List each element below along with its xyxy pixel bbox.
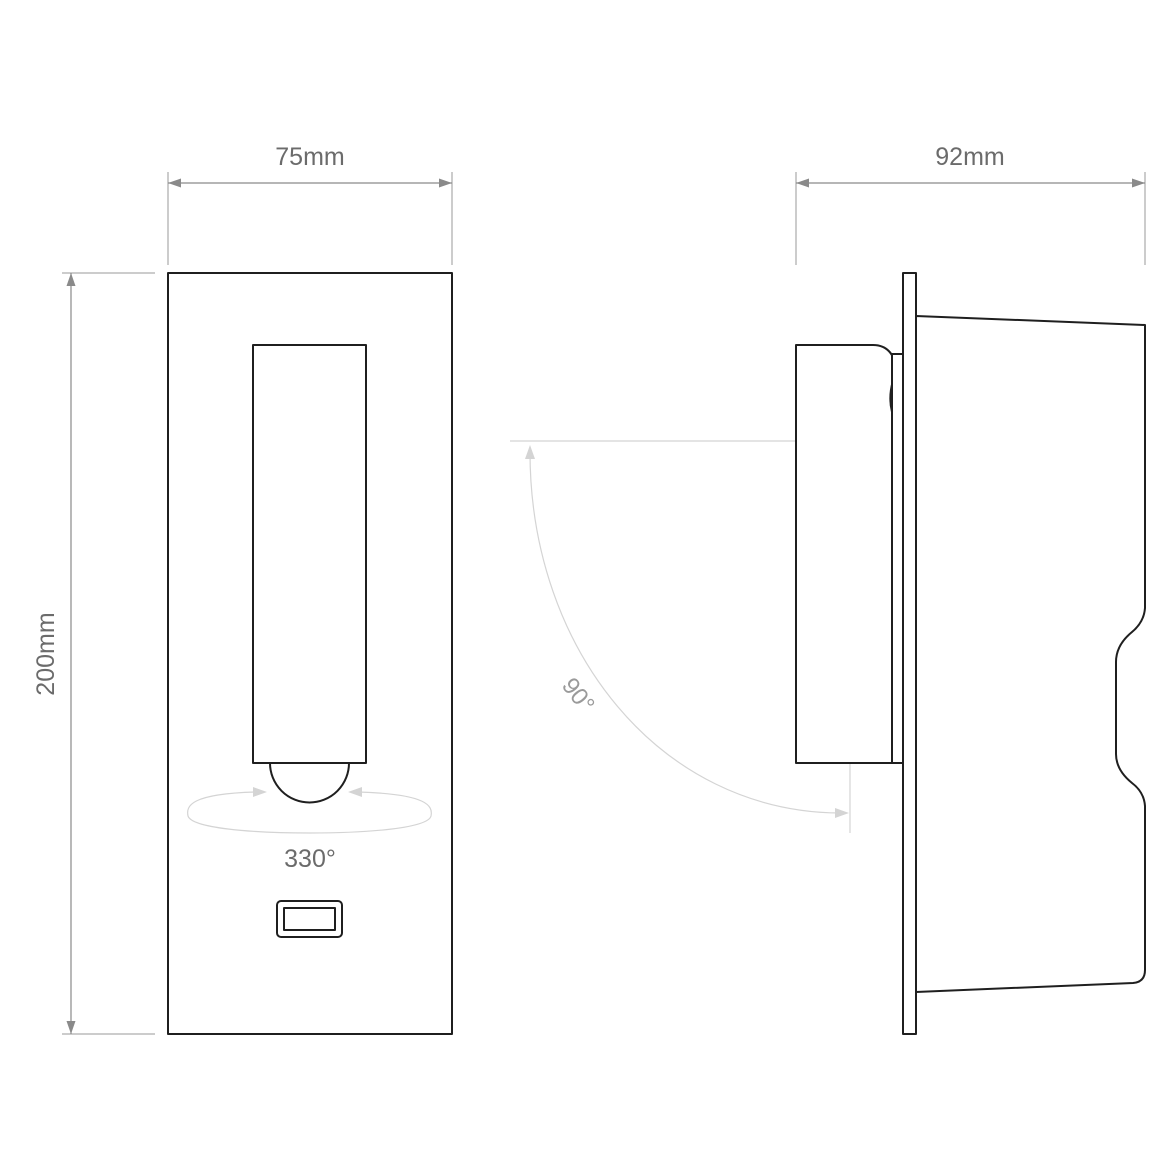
horizontal-rotation-indicator: 330° [187, 787, 432, 873]
pivot-joint [269, 762, 350, 804]
depth-arrow-right [1132, 178, 1145, 188]
depth-dimension: 92mm [795, 143, 1146, 265]
usb-port-inner [283, 907, 336, 931]
height-dimension: 200mm [32, 272, 155, 1035]
rotation-arrow-left [253, 787, 267, 797]
side-mounting-plate [902, 272, 917, 1035]
tilt-arc [529, 451, 841, 814]
front-view: 75mm 200mm 330° [32, 143, 453, 1035]
height-arrow-top [66, 273, 76, 286]
width-label: 75mm [275, 143, 344, 171]
height-arrow-bottom [66, 1021, 76, 1034]
depth-arrow-left [796, 178, 809, 188]
side-arm-hinge [891, 353, 904, 764]
width-dimension: 75mm [167, 143, 453, 265]
tilt-arrow-bottom [835, 808, 849, 818]
side-lamp-arm [795, 344, 898, 764]
horizontal-rotation-label: 330° [284, 845, 336, 873]
height-label: 200mm [32, 612, 60, 695]
width-arrow-right [439, 178, 452, 188]
usb-port [276, 900, 343, 938]
side-back-box [915, 315, 1146, 993]
usb-port-outer [276, 900, 343, 938]
rotation-arc-left [187, 791, 432, 834]
vertical-rotation-label: 90° [556, 673, 600, 718]
rotation-arrow-right [348, 787, 362, 797]
width-arrow-left [168, 178, 181, 188]
tilt-arrow-top [525, 445, 535, 459]
side-view: 92mm 90° [510, 143, 1146, 1035]
lamp-arm [252, 344, 367, 764]
depth-label: 92mm [935, 143, 1004, 171]
